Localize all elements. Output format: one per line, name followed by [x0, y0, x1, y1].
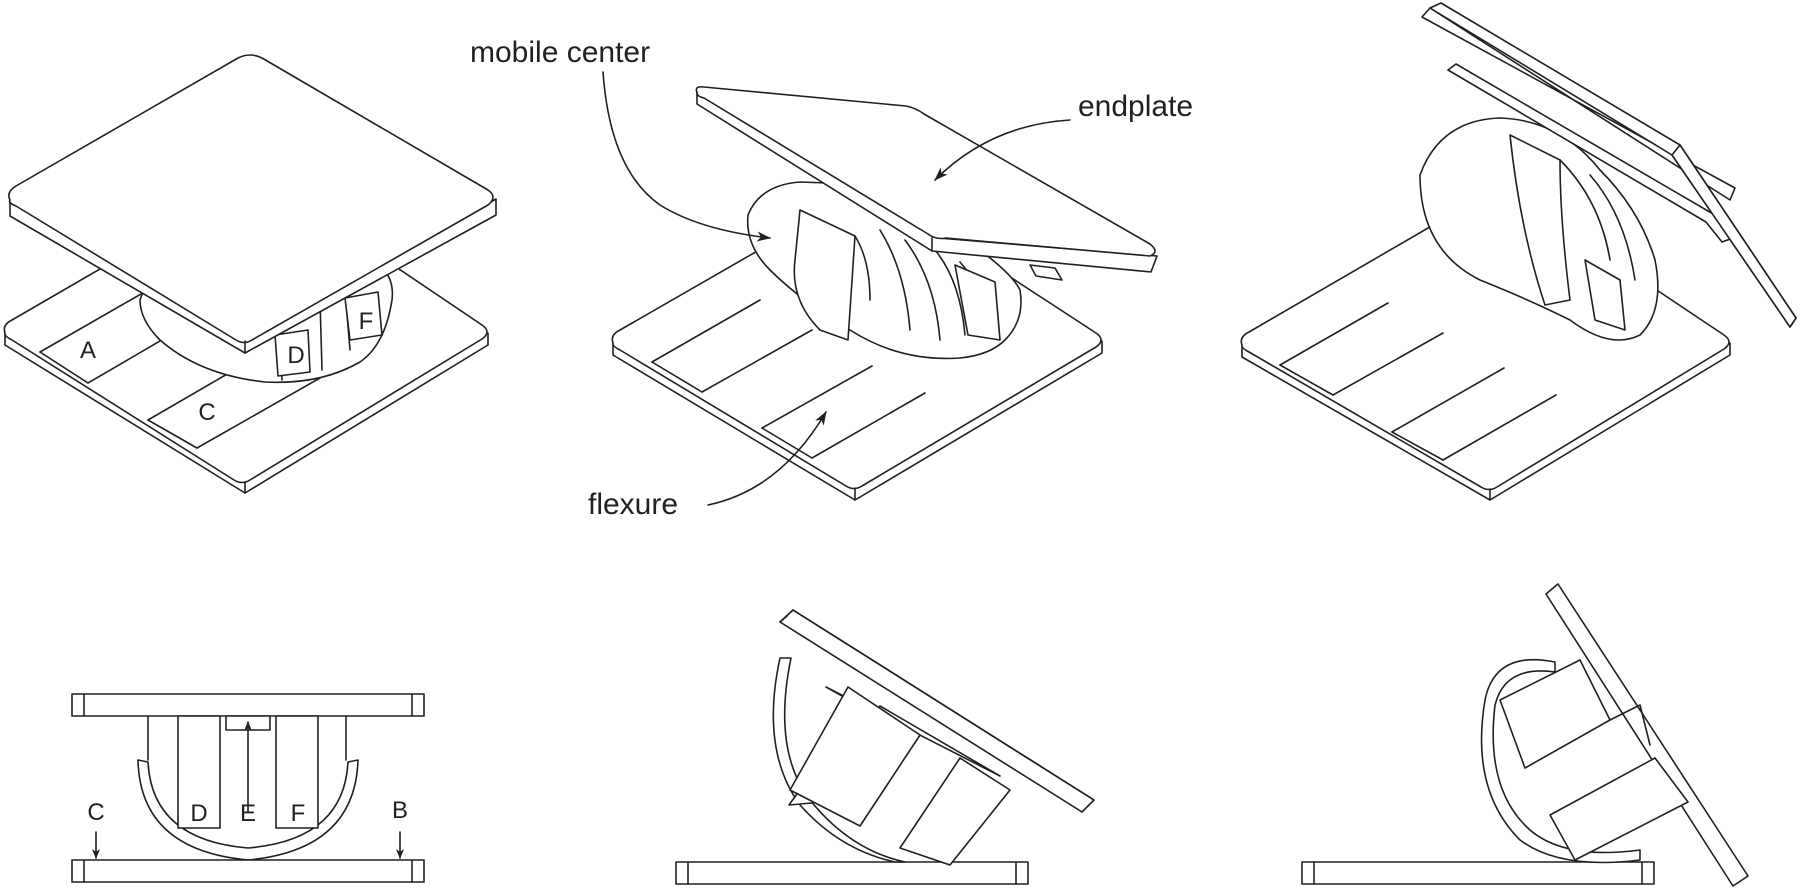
base-plate — [71, 859, 425, 883]
label-b: B — [392, 797, 408, 824]
label-mobile-center: mobile center — [470, 36, 650, 69]
side-view-full-rotation — [1301, 583, 1749, 887]
flexure-arc — [137, 759, 359, 861]
flexure-arc — [772, 657, 906, 863]
mobile-center-cylinder — [746, 181, 1022, 360]
top-endplate — [1421, 2, 1797, 328]
top-endplate — [71, 693, 425, 717]
mobile-center-cylinder — [1419, 117, 1659, 341]
label-e: E — [240, 800, 256, 827]
block-d — [177, 715, 221, 829]
label-f: F — [291, 800, 306, 827]
label-f: F — [359, 308, 374, 335]
label-d: D — [190, 800, 207, 827]
block-d — [789, 686, 921, 827]
flexure-arc — [1480, 658, 1641, 864]
base-plate — [675, 861, 1029, 885]
callout-flexure: flexure — [588, 411, 827, 521]
callout-mobile-center: mobile center — [470, 36, 771, 242]
block-f — [1549, 757, 1689, 861]
callout-endplate: endplate — [934, 90, 1193, 181]
iso-view-neutral: A C D F — [3, 54, 497, 494]
base-plate — [1301, 861, 1655, 885]
label-flexure: flexure — [588, 488, 678, 521]
iso-view-full-rotation — [1240, 2, 1797, 501]
block-f — [899, 757, 1011, 866]
label-c: C — [198, 399, 215, 426]
label-c: C — [87, 799, 104, 826]
label-endplate: endplate — [1078, 90, 1193, 123]
block-f — [275, 715, 319, 829]
top-endplate — [695, 86, 1158, 281]
side-view-neutral: C B D E F — [71, 693, 425, 883]
label-a: A — [80, 337, 96, 364]
iso-view-mid-rotation — [611, 86, 1158, 501]
top-endplate — [8, 54, 497, 354]
side-view-mid-rotation — [675, 609, 1095, 885]
label-d: D — [287, 342, 304, 369]
